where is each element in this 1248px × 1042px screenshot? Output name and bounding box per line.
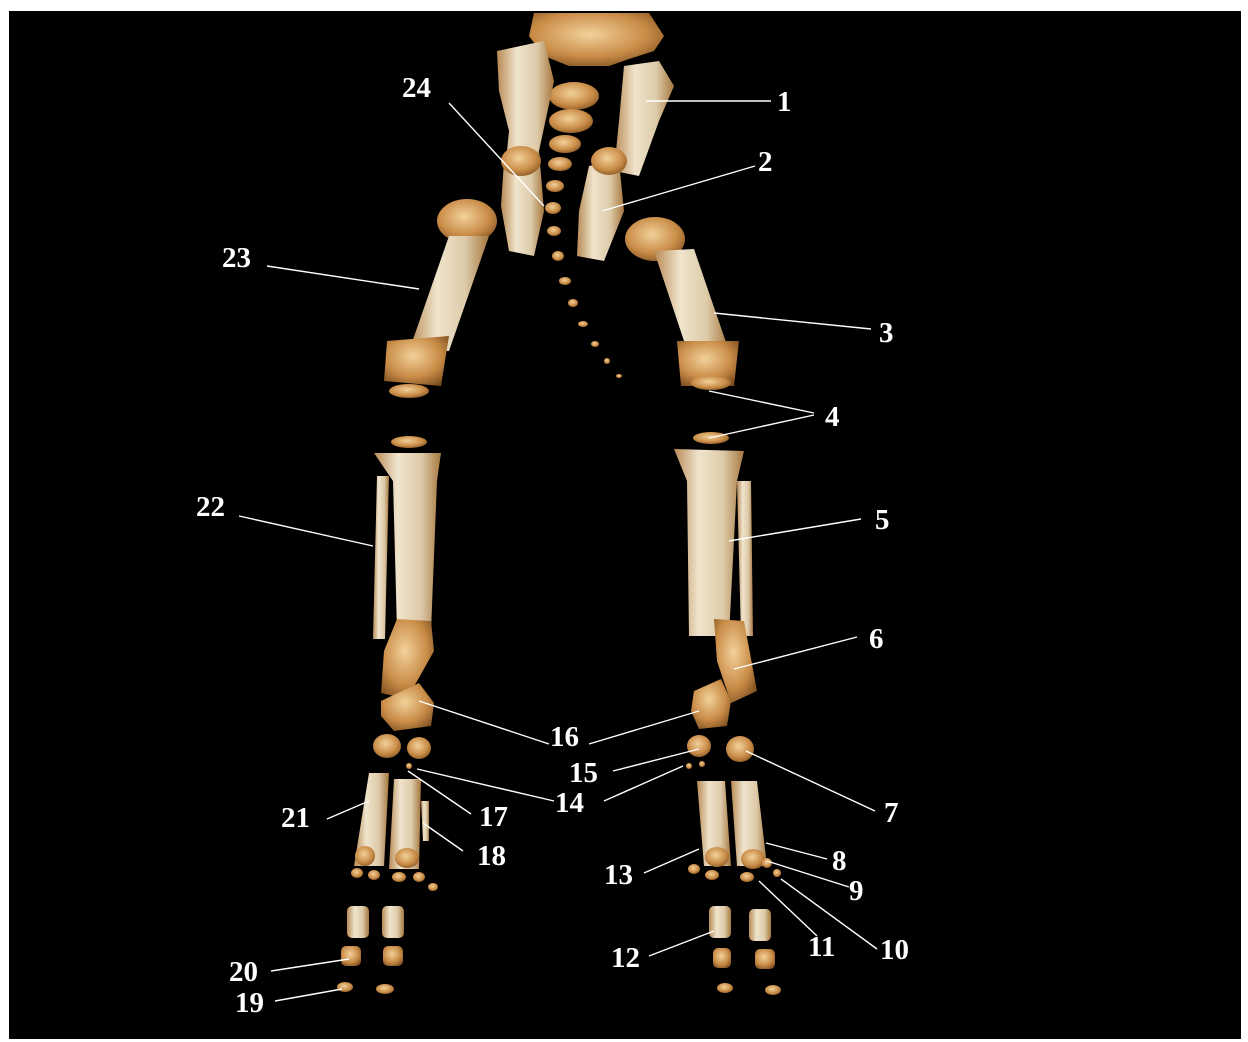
label-24: 24 [402, 74, 431, 103]
label-21: 21 [281, 804, 310, 833]
left-tarsals [373, 683, 434, 769]
label-13: 13 [604, 861, 633, 890]
label-10: 10 [880, 936, 909, 965]
label-5: 5 [875, 506, 890, 535]
label-9: 9 [849, 877, 864, 906]
label-11: 11 [808, 933, 835, 962]
left-tibia-fibula [373, 453, 441, 699]
label-3: 3 [879, 319, 894, 348]
ct-skeleton-image: 1 2 3 4 5 6 7 8 9 10 11 12 13 14 15 16 1… [9, 11, 1241, 1039]
label-19: 19 [235, 989, 264, 1018]
label-20: 20 [229, 958, 258, 987]
menisci [389, 376, 731, 448]
right-tibia-fibula [674, 449, 757, 703]
label-2: 2 [758, 148, 773, 177]
right-phalanges [709, 906, 781, 995]
label-14: 14 [555, 789, 584, 818]
label-22: 22 [196, 493, 225, 522]
label-12: 12 [611, 944, 640, 973]
label-6: 6 [869, 625, 884, 654]
label-17: 17 [479, 803, 508, 832]
left-metatarsals [354, 773, 429, 869]
leader-lines [239, 101, 877, 1001]
label-15: 15 [569, 759, 598, 788]
left-femur [384, 199, 497, 386]
label-4: 4 [825, 403, 840, 432]
label-8: 8 [832, 847, 847, 876]
label-16: 16 [550, 723, 579, 752]
label-7: 7 [884, 799, 899, 828]
label-23: 23 [222, 244, 251, 273]
right-metatarsals [697, 781, 767, 869]
right-femur [625, 217, 739, 386]
left-phalanges [337, 906, 404, 994]
label-18: 18 [477, 842, 506, 871]
label-1: 1 [777, 88, 792, 117]
